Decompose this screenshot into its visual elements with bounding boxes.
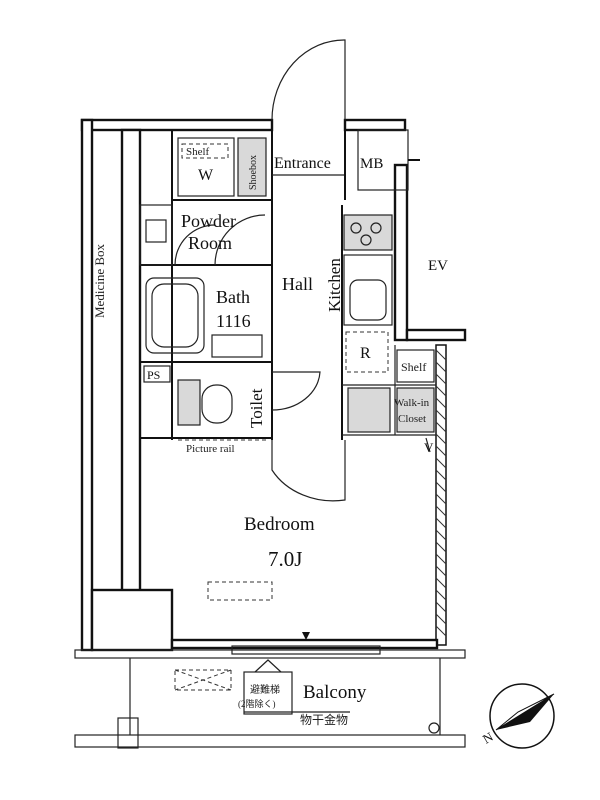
kitchen-fixtures bbox=[343, 214, 393, 373]
ps-label: PS bbox=[147, 368, 160, 382]
v-label: V bbox=[424, 440, 434, 455]
shoebox-label: Shoebox bbox=[248, 155, 259, 190]
escape-ladder-label-1: 避難梯 bbox=[250, 683, 280, 696]
picture-rail-label: Picture rail bbox=[186, 443, 235, 455]
doors bbox=[174, 39, 346, 502]
balcony-label: Balcony bbox=[303, 682, 367, 703]
interior-walls bbox=[140, 120, 436, 440]
compass-icon: N bbox=[480, 683, 555, 749]
walkin-closet-label-2: Closet bbox=[398, 413, 426, 425]
medicine-box-label: Medicine Box bbox=[92, 243, 107, 318]
shelf-right-label: Shelf bbox=[401, 360, 426, 374]
entrance-fixtures bbox=[177, 129, 420, 197]
bedroom-size-label: 7.0J bbox=[268, 547, 302, 571]
powder-room-label-2: Room bbox=[188, 233, 232, 253]
exterior-walls bbox=[74, 118, 467, 749]
powder-room-label-1: Powder bbox=[181, 211, 236, 231]
ev-label: EV bbox=[428, 258, 448, 274]
w-label: W bbox=[198, 167, 214, 184]
bath-label-2: 1116 bbox=[216, 311, 251, 331]
closet-fixtures bbox=[347, 349, 435, 453]
shelf-top-label: Shelf bbox=[186, 146, 210, 158]
mb-label: MB bbox=[360, 156, 383, 172]
walkin-closet-label-1: Walk-in bbox=[394, 397, 430, 409]
bedroom-label: Bedroom bbox=[244, 514, 315, 535]
toilet-label: Toilet bbox=[247, 388, 266, 428]
entrance-label: Entrance bbox=[274, 155, 331, 172]
drying-rack-label: 物干金物 bbox=[300, 712, 348, 727]
hall-label: Hall bbox=[282, 274, 313, 294]
refrigerator-label: R bbox=[360, 345, 371, 362]
escape-ladder-label-2: (2階除く) bbox=[238, 698, 276, 709]
bedroom-fixtures bbox=[174, 581, 381, 715]
bath-fixtures bbox=[139, 204, 263, 358]
toilet-fixtures bbox=[143, 365, 266, 441]
bath-label-1: Bath bbox=[216, 287, 250, 307]
kitchen-label: Kitchen bbox=[325, 258, 344, 312]
